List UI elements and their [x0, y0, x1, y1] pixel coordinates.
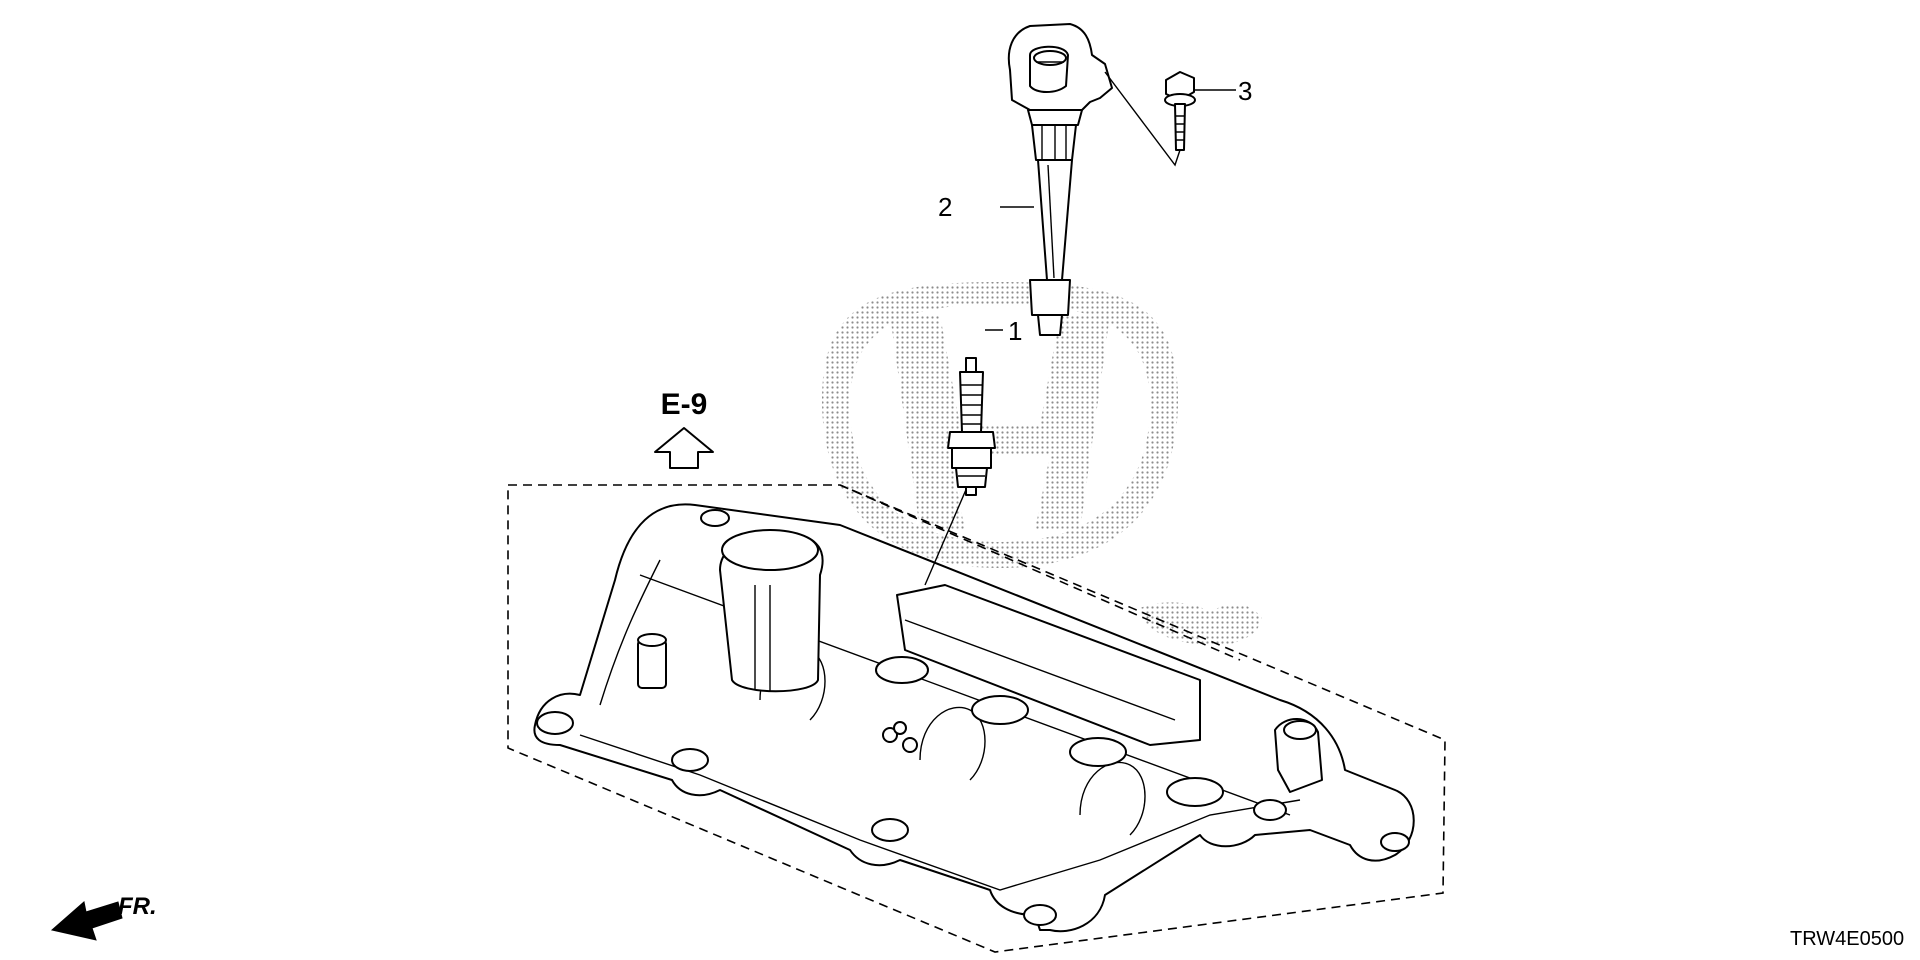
spark-plug [924, 357, 996, 586]
callout-2-label: 2 [938, 192, 952, 222]
brand-watermark-icon [822, 282, 1262, 646]
leader-lines [985, 71, 1236, 331]
diagram-code: TRW4E0500 [1790, 928, 1904, 950]
front-label: FR. [118, 893, 157, 920]
front-arrow-icon [50, 901, 123, 941]
callout-1-label: 1 [1008, 316, 1022, 346]
assembly-boundary-inner [839, 484, 1241, 661]
callout-3-label: 3 [1238, 76, 1252, 106]
ignition-coil [1007, 23, 1113, 336]
reference-label: E-9 [661, 388, 708, 421]
flange-bolt [1164, 71, 1196, 151]
cylinder-head-cover [533, 503, 1415, 933]
up-arrow-icon [654, 427, 714, 469]
